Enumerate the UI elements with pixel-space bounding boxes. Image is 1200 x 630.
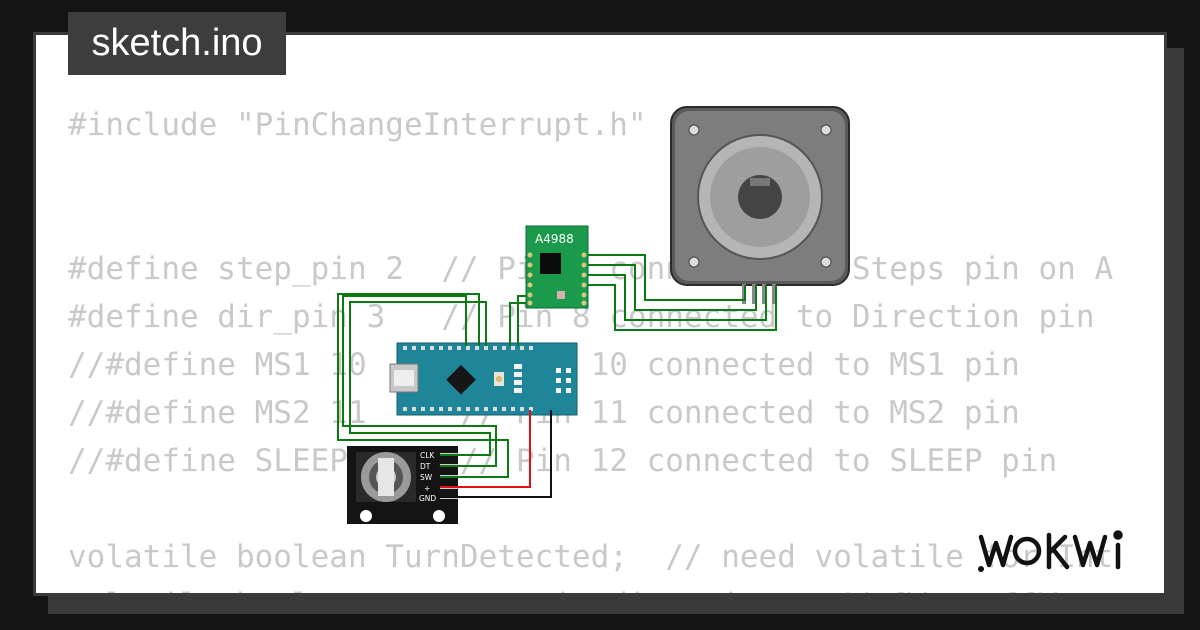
a4988-driver[interactable]: A4988: [525, 225, 589, 309]
code-line: //#define MS2 11 // Pin 11 connected to …: [68, 395, 1020, 431]
encoder-pin-gnd: GND: [419, 494, 436, 503]
wire: [342, 295, 497, 467]
code-card: #include "PinChangeInterrupt.h" #define …: [33, 32, 1167, 596]
wire: [440, 410, 531, 488]
code-line: #define dir_pin 3 // Pin 8 connected to …: [68, 299, 1095, 335]
encoder-pin-clk: CLK: [420, 451, 435, 460]
wire: [337, 293, 509, 478]
wire: [509, 302, 526, 346]
rotary-encoder[interactable]: CLK DT SW + GND: [347, 446, 458, 524]
wire: [349, 301, 491, 456]
encoder-pin-sw: SW: [420, 473, 433, 482]
wire: [588, 254, 746, 301]
wokwi-logo: [978, 530, 1123, 572]
encoder-pin-dt: DT: [420, 462, 431, 471]
code-line: volatile boolean up; rotationdirection =…: [68, 581, 1164, 593]
wire: [588, 274, 767, 321]
file-tab[interactable]: sketch.ino: [68, 12, 286, 75]
driver-label: A4988: [535, 232, 574, 246]
code-line: #include "PinChangeInterrupt.h": [68, 107, 647, 143]
code-editor: #include "PinChangeInterrupt.h" #define …: [68, 35, 1164, 593]
stepper-motor[interactable]: [670, 106, 850, 304]
wire: [517, 295, 526, 346]
wire: [440, 410, 552, 498]
code-line: volatile boolean TurnDetected; // need v…: [68, 539, 1114, 575]
wires: [337, 254, 777, 498]
wire: [588, 284, 777, 331]
arduino-nano[interactable]: [389, 342, 578, 416]
wire: [588, 264, 757, 311]
encoder-pin-vcc: +: [424, 484, 430, 493]
